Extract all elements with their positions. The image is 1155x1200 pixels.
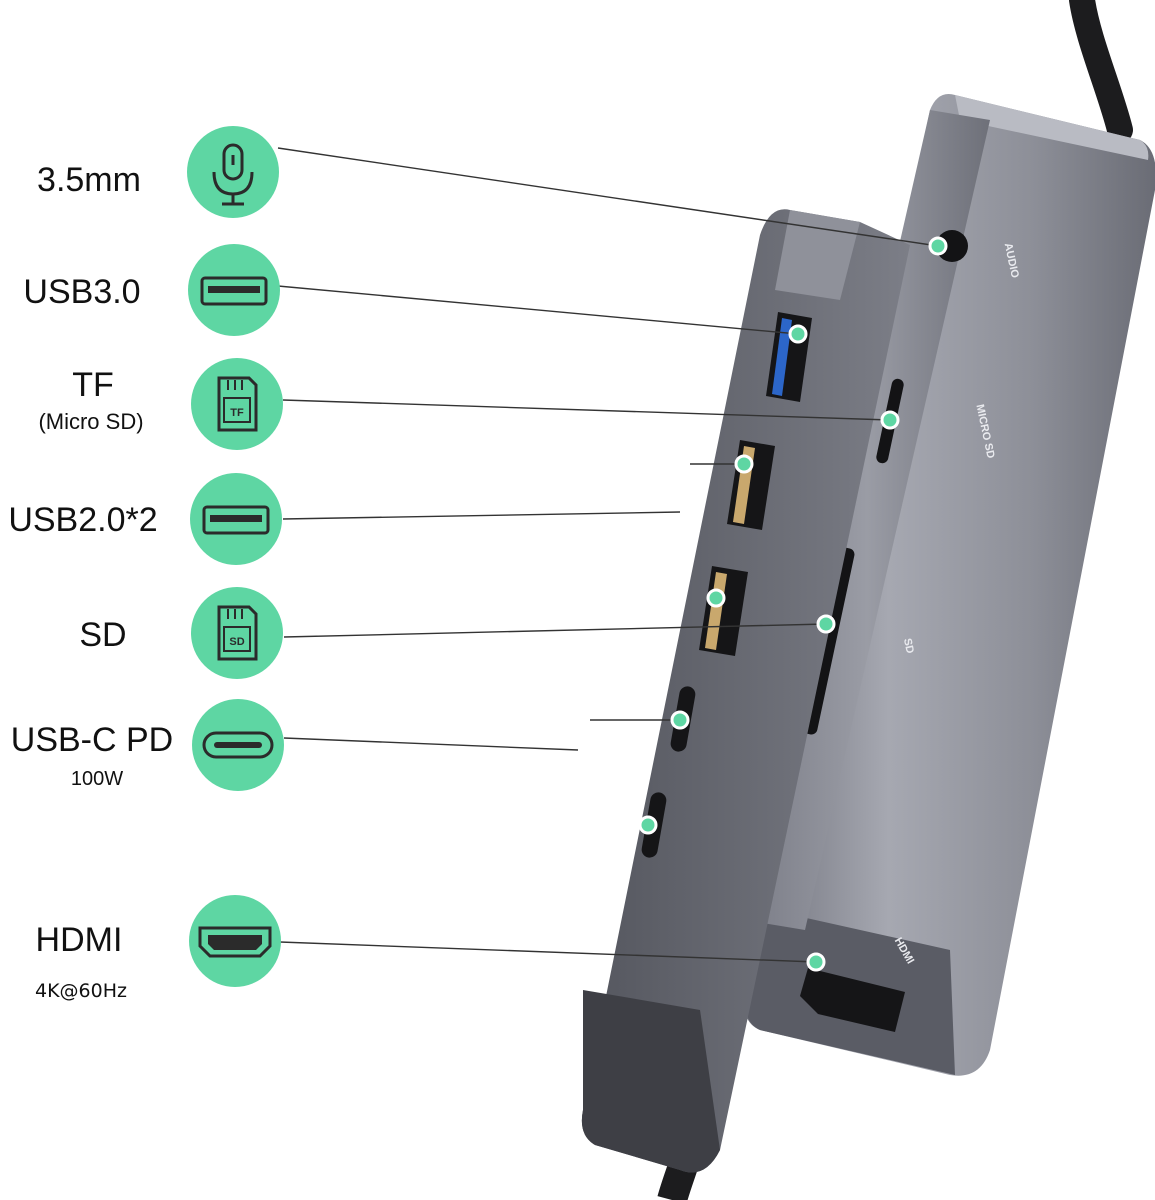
leader-usb20 <box>282 511 681 520</box>
hub-front-body <box>581 209 910 1173</box>
port-label-tf: TF <box>72 366 114 404</box>
icon-circles: TF SD <box>187 126 284 987</box>
hdmi-port-icon <box>189 895 281 987</box>
leader-usb30 <box>277 285 799 335</box>
usb-c-port-icon <box>192 699 284 791</box>
dot-sd <box>816 614 836 634</box>
microphone-icon <box>187 126 279 218</box>
dot-tf <box>880 410 900 430</box>
usb-a-port-icon-2 <box>190 473 282 565</box>
port-label-usbc: USB-C PD <box>10 721 174 759</box>
cable-top <box>1069 0 1133 143</box>
port-sublabel-hdmi: 4K@60Hz <box>35 980 127 1002</box>
port-label-usb30: USB3.0 <box>23 273 141 311</box>
port-sublabel-usbc: 100W <box>70 768 124 790</box>
leader-lines <box>277 147 939 963</box>
dot-usb30 <box>788 324 808 344</box>
port-sublabel-tf: (Micro SD) <box>38 409 144 434</box>
leader-hdmi <box>279 941 817 963</box>
device-label-sd: SD <box>901 637 916 654</box>
port-label-audio: 3.5mm <box>37 161 141 199</box>
usb-a-port-icon <box>188 244 280 336</box>
hdmi-port <box>800 968 905 1032</box>
sd-icon-text: SD <box>229 636 244 648</box>
leader-tf <box>282 399 891 421</box>
port-label-usb20: USB2.0*2 <box>8 501 158 539</box>
sd-card-icon: SD <box>191 587 283 679</box>
port-label-sd: SD <box>79 616 127 654</box>
dot-usb20-2 <box>706 588 726 608</box>
dot-usb20-1 <box>734 454 754 474</box>
dot-usbc-2 <box>638 815 658 835</box>
dot-usbc-1 <box>670 710 690 730</box>
tf-card-icon: TF <box>191 358 283 450</box>
leader-sd <box>283 623 827 638</box>
audio-jack <box>936 230 968 262</box>
port-dots <box>638 236 948 972</box>
tf-icon-text: TF <box>230 407 244 419</box>
dot-hdmi <box>806 952 826 972</box>
port-label-hdmi: HDMI <box>35 921 123 959</box>
leader-audio <box>277 147 939 247</box>
leader-usbc <box>283 737 579 751</box>
dot-audio <box>928 236 948 256</box>
